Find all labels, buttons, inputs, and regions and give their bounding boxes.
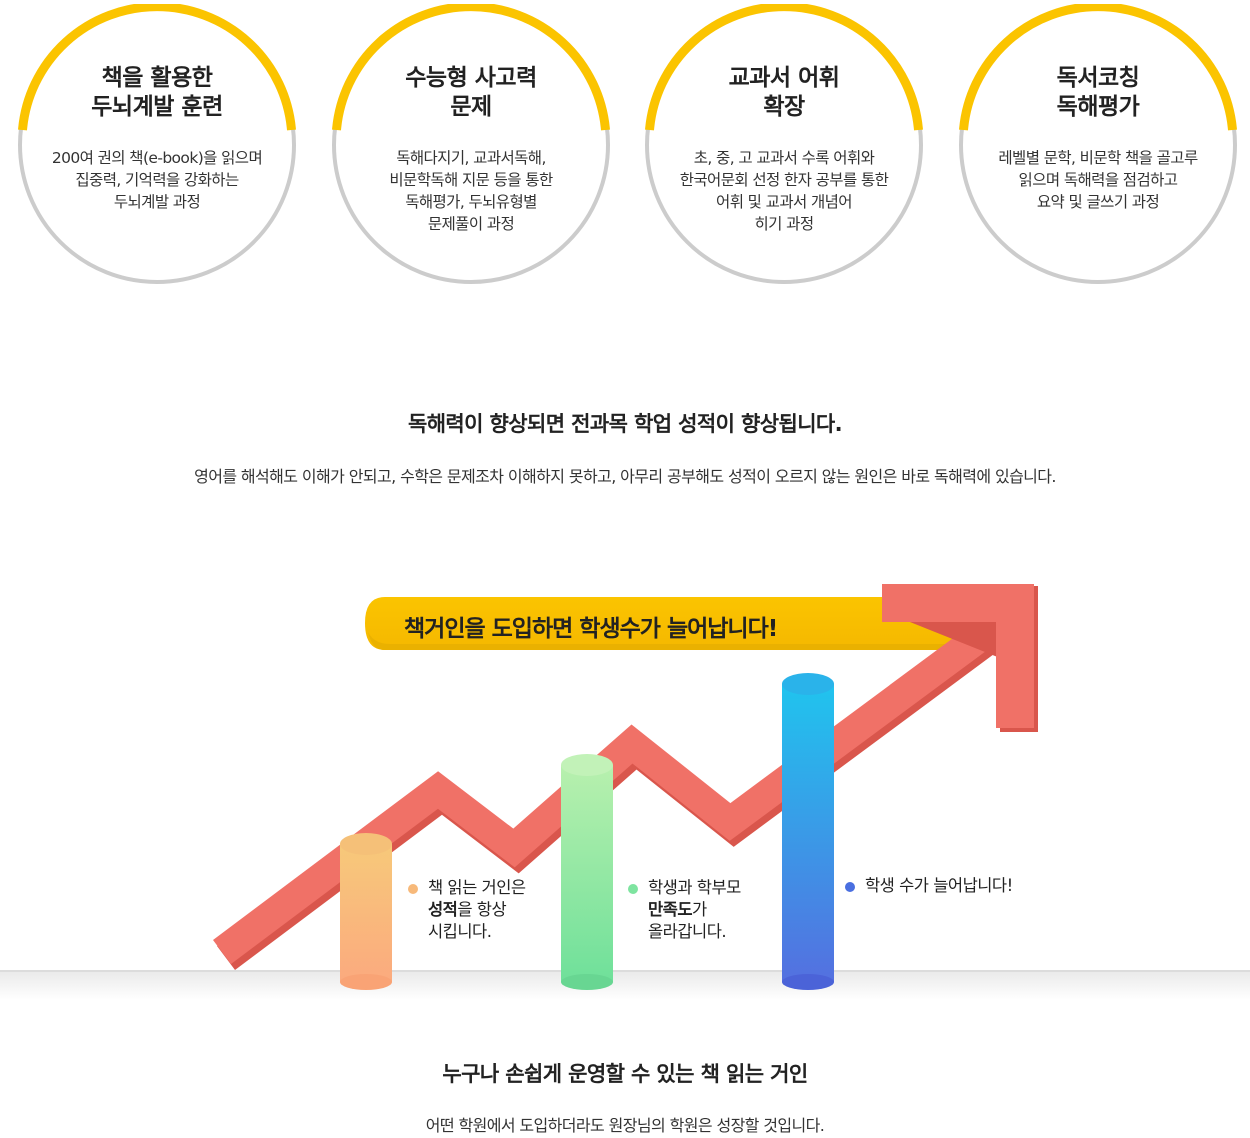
note-satisfaction: 학생과 학부모 만족도가 올라갑니다. — [628, 877, 741, 943]
section2-subline: 어떤 학원에서 도입하더라도 원장님의 학원은 성장할 것입니다. — [425, 1116, 825, 1135]
floor-line — [0, 970, 1250, 972]
banner-pill — [365, 597, 1000, 650]
banner-text: 책거인을 도입하면 학생수가 늘어납니다! — [404, 616, 778, 642]
section1-headline: 독해력이 향상되면 전과목 학업 성적이 향상됩니다. — [407, 412, 843, 436]
section2-headline: 누구나 손쉽게 운영할 수 있는 책 읽는 거인 — [442, 1062, 808, 1086]
note-dot — [845, 882, 855, 892]
note-grades: 책 읽는 거인은 성적을 항상 시킵니다. — [408, 877, 526, 943]
note-students: 학생 수가 늘어납니다! — [845, 875, 1013, 897]
circle-ring — [959, 4, 1237, 284]
floor-band — [0, 970, 1250, 1000]
circle-ring — [332, 4, 610, 284]
section1-subline: 영어를 해석해도 이해가 안되고, 수학은 문제조차 이해하지 못하고, 아무리… — [194, 467, 1056, 486]
note-dot — [408, 884, 418, 894]
note-dot — [628, 884, 638, 894]
circle-ring — [645, 4, 923, 284]
circle-ring — [18, 4, 296, 284]
bar-3 — [782, 673, 834, 990]
bar-2 — [561, 754, 613, 990]
growth-illustration — [0, 584, 1250, 1000]
bar-1 — [340, 833, 392, 990]
banner-shadow — [368, 632, 1000, 650]
